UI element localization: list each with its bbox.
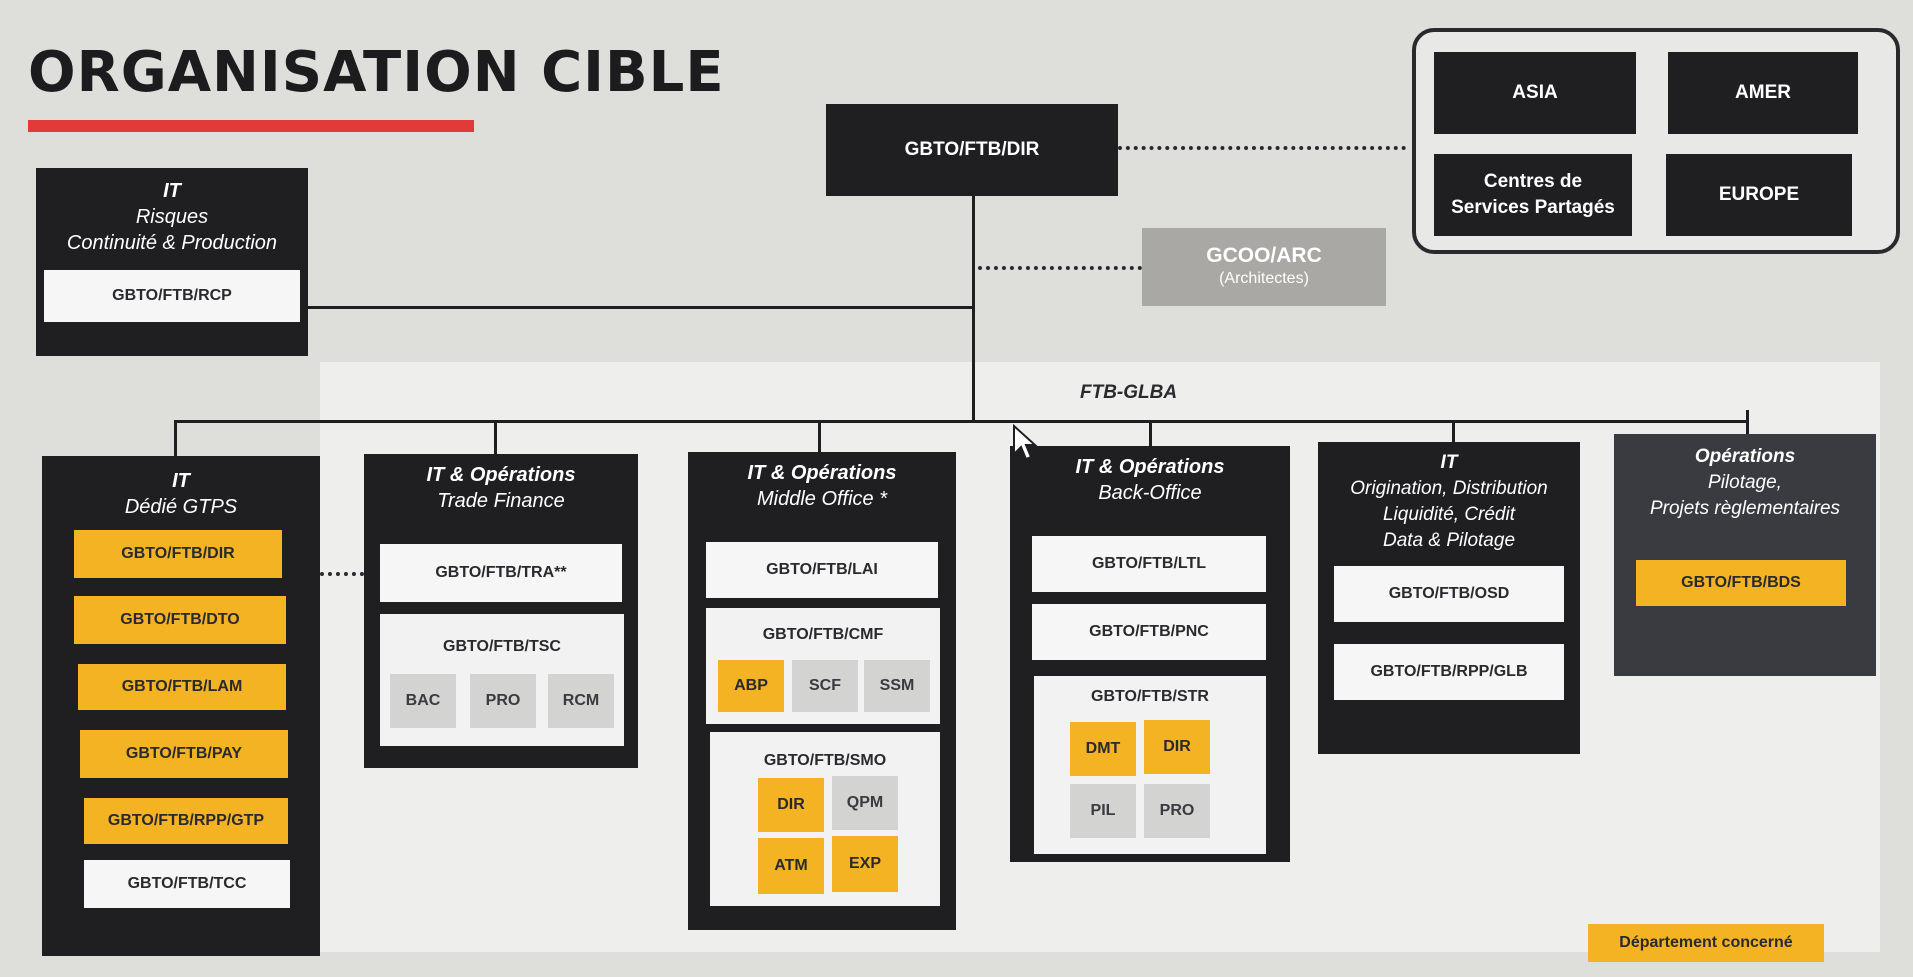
back-unit-pnc: GBTO/FTB/PNC bbox=[1032, 604, 1266, 660]
gtps-unit-dto: GBTO/FTB/DTO bbox=[74, 596, 286, 644]
connector-drop-trade bbox=[494, 420, 497, 454]
gtps-title-1: IT bbox=[172, 470, 190, 492]
region-amer: AMER bbox=[1668, 52, 1858, 134]
back-str-dmt: DMT bbox=[1070, 722, 1136, 776]
origination-title-1: IT bbox=[1440, 452, 1458, 473]
trade-tsc-bac: BAC bbox=[390, 674, 456, 728]
gtps-unit-dir: GBTO/FTB/DIR bbox=[74, 530, 282, 578]
connector-drop-gtps bbox=[174, 420, 177, 456]
gtps-title-2: Dédié GTPS bbox=[124, 496, 238, 518]
back-str-pil: PIL bbox=[1070, 784, 1136, 838]
middle-cmf-ssm: SSM bbox=[864, 660, 930, 712]
gtps-unit-rpp-gtp: GBTO/FTB/RPP/GTP bbox=[84, 798, 288, 844]
region-europe: EUROPE bbox=[1666, 154, 1852, 236]
gcoo-name: GCOO/ARC bbox=[1206, 244, 1322, 267]
dir-box: GBTO/FTB/DIR bbox=[826, 104, 1118, 196]
title-underline bbox=[28, 120, 474, 132]
connector-dir-trunk bbox=[972, 196, 975, 422]
middle-cmf-label: GBTO/FTB/CMF bbox=[762, 626, 884, 643]
dotted-link-trade bbox=[312, 572, 364, 576]
operations-title-2: Pilotage, bbox=[1708, 472, 1782, 493]
mouse-cursor-icon bbox=[1013, 424, 1038, 461]
region-asia: ASIA bbox=[1434, 52, 1636, 134]
rcp-title-3: Continuité & Production bbox=[66, 232, 278, 254]
back-unit-ltl: GBTO/FTB/LTL bbox=[1032, 536, 1266, 592]
dotted-link-regions bbox=[1118, 146, 1406, 150]
gtps-unit-tcc: GBTO/FTB/TCC bbox=[84, 860, 290, 908]
trade-unit-tra: GBTO/FTB/TRA** bbox=[380, 544, 622, 602]
middle-cmf-scf: SCF bbox=[792, 660, 858, 712]
operations-unit-bds: GBTO/FTB/BDS bbox=[1636, 560, 1846, 606]
trade-tsc-rcm: RCM bbox=[548, 674, 614, 728]
trade-tsc-pro: PRO bbox=[470, 674, 536, 728]
connector-drop-middle bbox=[818, 420, 821, 452]
connector-rcp bbox=[306, 306, 974, 309]
page-title: ORGANISATION CIBLE bbox=[28, 40, 725, 105]
back-title-1: IT & Opérations bbox=[1075, 456, 1225, 478]
gtps-unit-pay: GBTO/FTB/PAY bbox=[80, 730, 288, 778]
middle-cmf-abp: ABP bbox=[718, 660, 784, 712]
operations-title-1: Opérations bbox=[1694, 446, 1796, 467]
back-title-2: Back-Office bbox=[1098, 482, 1202, 504]
middle-title-2: Middle Office * bbox=[756, 488, 888, 510]
origination-title-4: Data & Pilotage bbox=[1382, 530, 1516, 551]
middle-smo-panel: GBTO/FTB/SMO bbox=[710, 732, 940, 906]
connector-drop-origination bbox=[1452, 420, 1455, 444]
glba-label: FTB-GLBA bbox=[1080, 382, 1178, 403]
region-csp: Centres de Services Partagés bbox=[1434, 154, 1632, 236]
dotted-link-gcoo bbox=[978, 266, 1142, 270]
rcp-title-2: Risques bbox=[135, 206, 209, 228]
back-str-label: GBTO/FTB/STR bbox=[1091, 688, 1209, 705]
rcp-box: IT Risques Continuité & Production bbox=[36, 168, 308, 356]
middle-smo-qpm: QPM bbox=[832, 776, 898, 830]
gcoo-box: GCOO/ARC (Architectes) bbox=[1142, 228, 1386, 306]
trade-tsc-label: GBTO/FTB/TSC bbox=[443, 638, 561, 655]
middle-smo-dir: DIR bbox=[758, 778, 824, 832]
rcp-unit: GBTO/FTB/RCP bbox=[44, 270, 300, 322]
back-str-pro: PRO bbox=[1144, 784, 1210, 838]
middle-smo-atm: ATM bbox=[758, 838, 824, 894]
trade-title-2: Trade Finance bbox=[437, 490, 565, 512]
gtps-unit-lam: GBTO/FTB/LAM bbox=[78, 664, 286, 710]
trade-title-1: IT & Opérations bbox=[426, 464, 576, 486]
rcp-title-1: IT bbox=[163, 180, 181, 202]
middle-title-1: IT & Opérations bbox=[747, 462, 897, 484]
operations-title-3: Projets règlementaires bbox=[1649, 498, 1841, 519]
back-str-dir: DIR bbox=[1144, 720, 1210, 774]
origination-title-2: Origination, Distribution bbox=[1350, 478, 1548, 499]
operations-box: Opérations Pilotage, Projets règlementai… bbox=[1614, 434, 1876, 676]
connector-horizontal-main bbox=[174, 420, 1748, 423]
middle-unit-lai: GBTO/FTB/LAI bbox=[706, 542, 938, 598]
origination-unit-rpp-glb: GBTO/FTB/RPP/GLB bbox=[1334, 644, 1564, 700]
gcoo-sub: (Architectes) bbox=[1219, 270, 1309, 287]
connector-drop-back bbox=[1149, 420, 1152, 448]
legend-department: Département concerné bbox=[1588, 924, 1824, 962]
origination-title-3: Liquidité, Crédit bbox=[1382, 504, 1516, 525]
origination-unit-osd: GBTO/FTB/OSD bbox=[1334, 566, 1564, 622]
connector-drop-operations bbox=[1746, 410, 1749, 434]
middle-smo-label: GBTO/FTB/SMO bbox=[763, 752, 887, 769]
middle-smo-exp: EXP bbox=[832, 836, 898, 892]
